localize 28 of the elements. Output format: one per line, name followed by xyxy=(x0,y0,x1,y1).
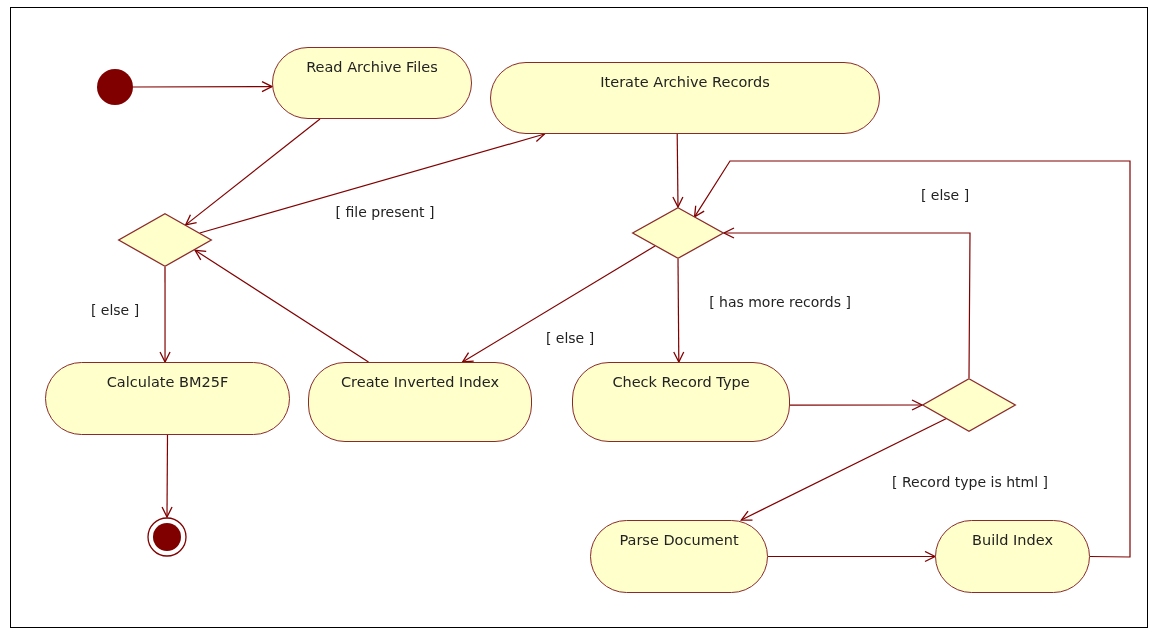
arrow xyxy=(461,245,656,363)
arrow xyxy=(161,434,173,518)
arrow xyxy=(740,417,948,521)
decision-diamond xyxy=(118,213,212,267)
edge-label: [ Record type is html ] xyxy=(890,474,1050,490)
arrow xyxy=(723,227,971,379)
arrow xyxy=(185,118,321,226)
arrow xyxy=(767,550,936,563)
arrow xyxy=(789,399,923,411)
edge-label: [ has more records ] xyxy=(707,294,853,310)
arrow xyxy=(693,160,1131,558)
arrow xyxy=(132,81,273,93)
activity-box: Build Index xyxy=(935,520,1090,593)
arrow xyxy=(159,266,171,363)
activity-box: Check Record Type xyxy=(572,362,790,442)
arrow xyxy=(672,133,684,208)
end-node xyxy=(147,517,187,557)
activity-box: Calculate BM25F xyxy=(45,362,290,435)
start-node xyxy=(97,69,133,105)
decision-diamond xyxy=(922,378,1016,432)
edge-label: [ file present ] xyxy=(333,204,437,220)
activity-box: Iterate Archive Records xyxy=(490,62,880,134)
activity-box: Read Archive Files xyxy=(272,47,472,119)
decision-diamond xyxy=(632,207,724,259)
arrow xyxy=(673,258,685,363)
activity-box: Parse Document xyxy=(590,520,768,593)
activity-box: Create Inverted Index xyxy=(308,362,532,442)
arrow xyxy=(194,249,370,363)
